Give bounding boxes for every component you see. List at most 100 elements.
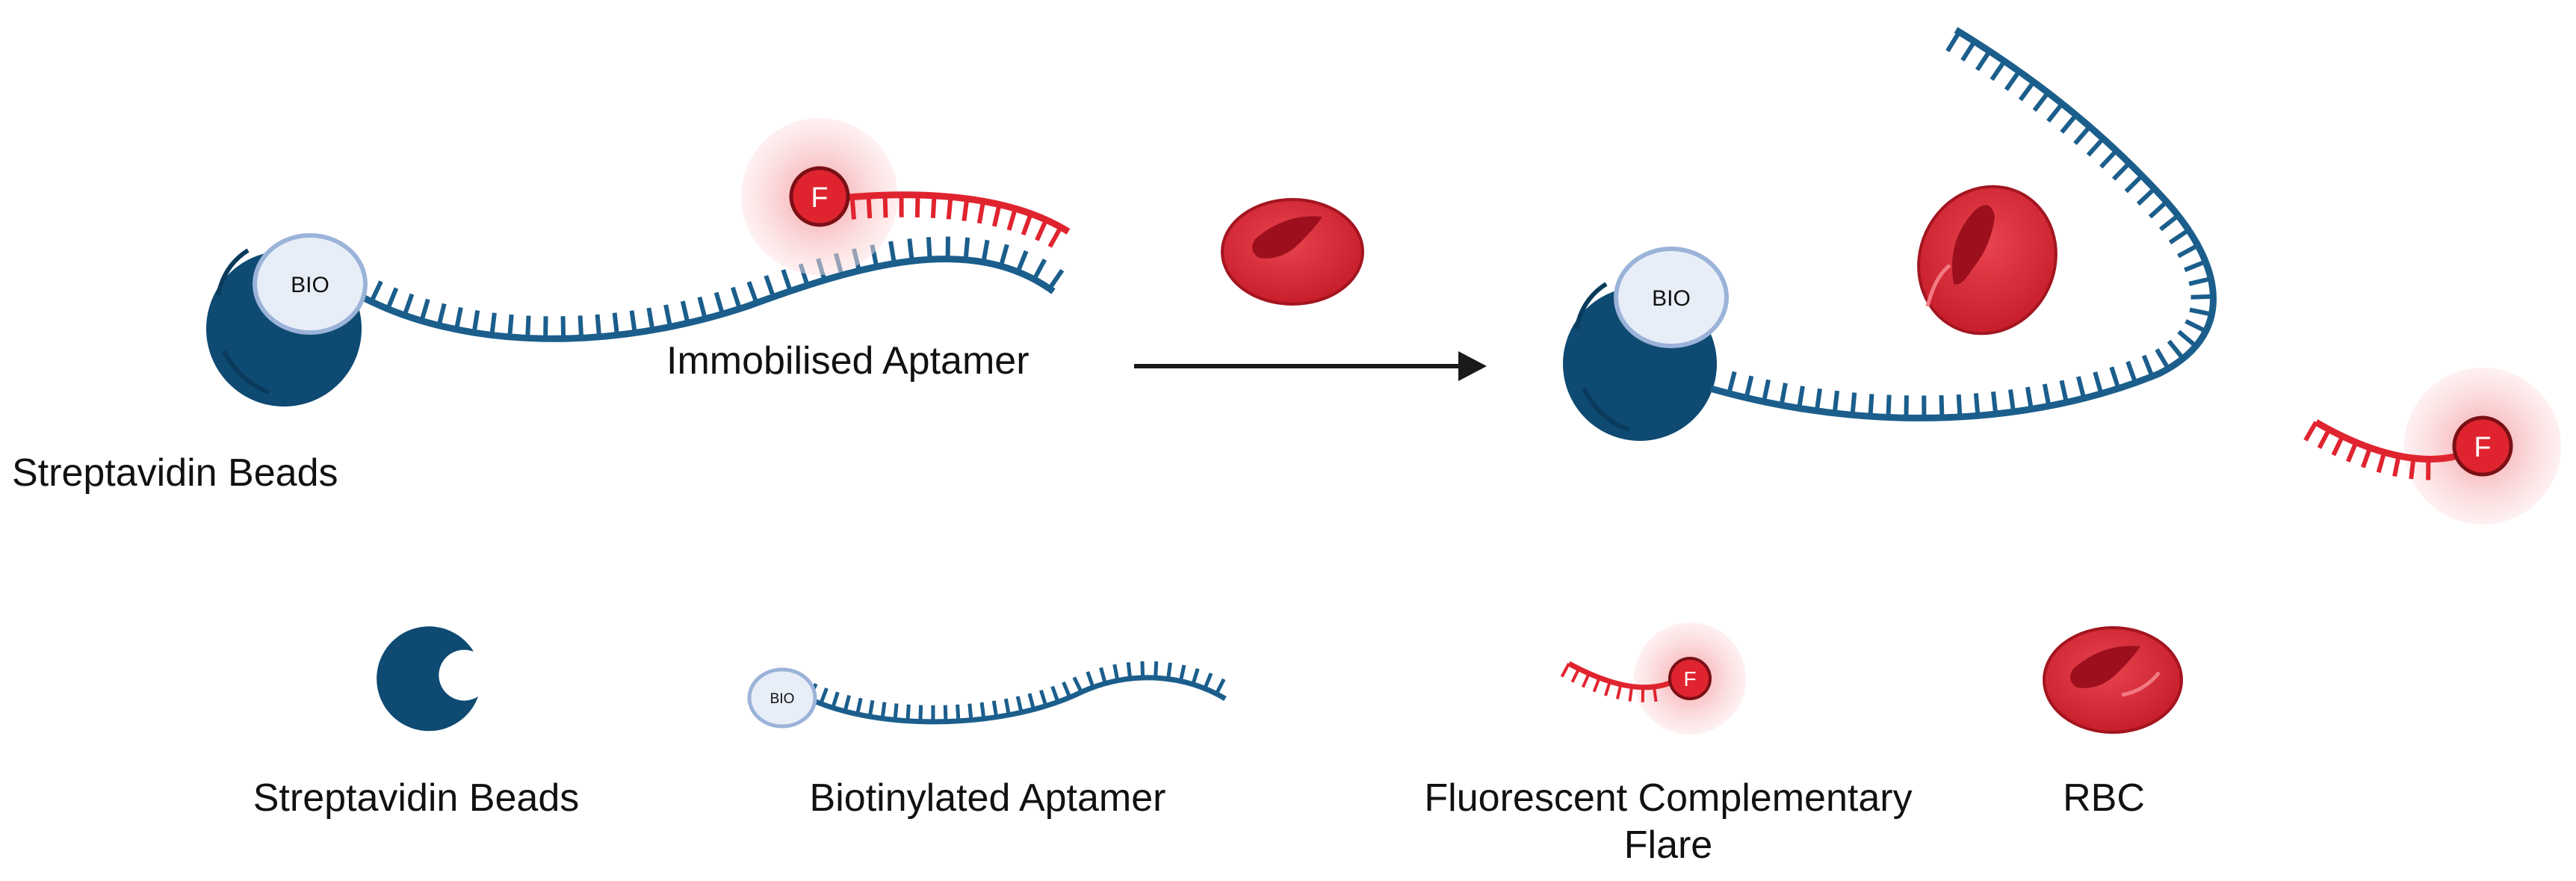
immobilised-aptamer-strand	[356, 256, 1056, 342]
base-tick	[2168, 228, 2190, 245]
base-tick	[680, 300, 690, 324]
base-tick	[1570, 668, 1581, 683]
released-flare: F	[2303, 368, 2561, 525]
base-tick	[1015, 250, 1029, 273]
biotin-top-right	[1614, 247, 1729, 348]
base-tick	[2125, 360, 2137, 384]
base-tick	[1560, 663, 1570, 678]
fluorophore-top-right	[2452, 415, 2513, 477]
base-tick	[2303, 421, 2318, 442]
aptamer-bases	[369, 236, 1065, 339]
legend-flare-f: F	[1683, 667, 1696, 690]
fluorophore-top-left	[789, 166, 850, 227]
base-tick	[369, 280, 383, 303]
base-tick	[1973, 393, 1981, 416]
base-tick	[2073, 125, 2092, 146]
base-tick	[1215, 678, 1226, 695]
base-tick	[867, 699, 875, 717]
base-tick	[2392, 455, 2401, 477]
top-left-assembly: F BIO	[206, 118, 1071, 407]
base-tick	[2317, 428, 2332, 449]
base-tick	[963, 237, 970, 261]
base-tick	[907, 238, 914, 262]
base-tick	[2004, 69, 2022, 91]
base-tick	[1047, 226, 1063, 248]
base-tick	[1072, 676, 1083, 693]
base-tick	[930, 195, 937, 218]
base-tick	[1975, 49, 1992, 72]
base-tick	[2188, 276, 2211, 286]
base-tick	[1050, 685, 1060, 703]
base-tick	[2109, 366, 2121, 389]
base-tick	[1112, 664, 1120, 681]
base-tick	[1032, 259, 1047, 281]
base-tick	[2409, 457, 2416, 480]
base-tick	[1945, 31, 1962, 52]
base-tick	[2124, 174, 2144, 194]
base-tick	[2158, 214, 2180, 232]
base-tick	[1832, 390, 1840, 414]
base-tick	[2167, 339, 2185, 360]
base-tick	[697, 296, 708, 320]
base-tick	[2008, 389, 2016, 412]
base-tick	[2346, 441, 2359, 463]
base-tick	[646, 307, 655, 331]
base-tick	[976, 200, 986, 224]
base-tick	[849, 197, 856, 220]
base-tick	[578, 315, 584, 339]
legend-flare: F	[1560, 622, 1746, 735]
base-tick	[1021, 212, 1033, 236]
base-tick	[453, 306, 463, 330]
base-tick	[2060, 114, 2078, 134]
legend-flare-label-line2: Flare	[1624, 823, 1712, 867]
base-tick	[2032, 91, 2050, 112]
base-tick	[764, 275, 776, 298]
released-flare-strand	[2314, 419, 2459, 463]
base-tick	[1868, 394, 1874, 417]
base-tick	[855, 697, 863, 715]
base-tick	[1592, 677, 1601, 693]
base-tick	[1814, 388, 1822, 412]
base-tick	[914, 194, 920, 218]
biotin-label-top-left: BIO	[291, 273, 329, 297]
base-tick	[781, 269, 793, 292]
legend-aptamer: BIO	[747, 661, 1227, 729]
reaction-arrow	[1134, 351, 1487, 381]
base-tick	[888, 241, 897, 265]
base-tick	[730, 286, 742, 310]
base-tick	[2376, 451, 2387, 473]
base-tick	[926, 237, 932, 260]
base-tick	[1154, 661, 1159, 678]
base-tick	[2136, 187, 2156, 206]
flare-bases	[849, 194, 1063, 248]
base-tick	[2093, 371, 2104, 395]
legend-flare-label-line1: Fluorescent Complementary	[1424, 776, 1912, 820]
base-tick	[1047, 268, 1065, 291]
rbc-top-middle	[1221, 198, 1364, 306]
base-tick	[1035, 218, 1048, 241]
base-tick	[2111, 161, 2131, 181]
rbc-bound	[1917, 185, 2058, 336]
base-tick	[2155, 348, 2170, 370]
base-tick	[1099, 667, 1107, 684]
base-tick	[1140, 661, 1145, 678]
base-tick	[2046, 102, 2064, 123]
top-right-assembly: BIO	[1563, 27, 2217, 441]
base-tick	[1039, 689, 1048, 707]
base-tick	[893, 703, 899, 720]
base-tick	[1604, 681, 1611, 696]
base-tick	[943, 705, 948, 722]
legend-rbc-label: RBC	[2063, 776, 2145, 820]
base-tick	[979, 702, 986, 720]
released-flare-bases	[2303, 421, 2431, 480]
base-tick	[819, 687, 829, 705]
base-tick	[831, 691, 840, 708]
legend-aptamer-bio: BIO	[770, 691, 795, 707]
base-tick	[1203, 673, 1213, 690]
base-tick	[1797, 386, 1805, 409]
base-tick	[1126, 662, 1133, 679]
base-tick	[2141, 354, 2155, 377]
legend-beads	[377, 626, 478, 732]
base-tick	[2025, 386, 2034, 410]
legend-beads-label: Streptavidin Beads	[253, 776, 580, 820]
